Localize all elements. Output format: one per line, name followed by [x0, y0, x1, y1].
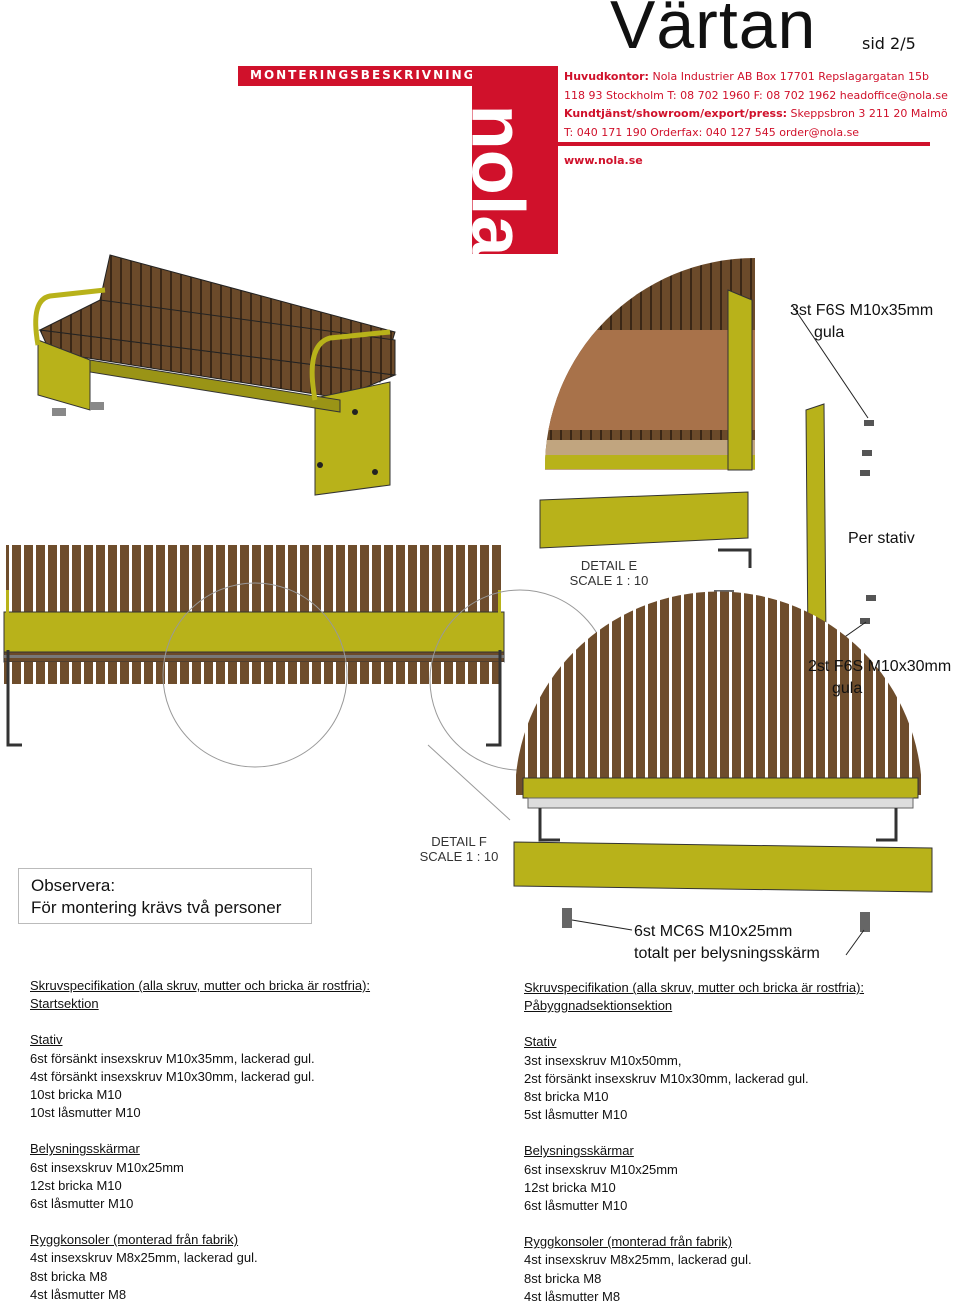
contact-block: Huvudkontor: Nola Industrier AB Box 1770… — [564, 68, 948, 142]
nola-logo: nola — [457, 66, 558, 257]
bench-isometric — [33, 254, 397, 496]
detail-f-drawing — [513, 591, 933, 956]
website: www.nola.se — [564, 154, 643, 167]
banner-text: MONTERINGSBESKRIVNING — [250, 68, 476, 82]
header-rule — [556, 142, 930, 146]
contact-line: 118 93 Stockholm T: 08 702 1960 F: 08 70… — [564, 88, 948, 102]
bench-front-view — [3, 545, 611, 821]
spec-left: Skruvspecifikation (alla skruv, mutter o… — [30, 978, 371, 1302]
per-stativ-label: Per stativ — [848, 530, 915, 547]
contact-line: Huvudkontor: Nola Industrier AB Box 1770… — [564, 70, 930, 83]
contact-line: Kundtjänst/showroom/export/press: Skepps… — [564, 107, 948, 120]
assembly-note: Observera:För montering krävs två person… — [18, 868, 312, 924]
detail-e-drawing — [539, 258, 876, 661]
contact-line: T: 040 171 190 Orderfax: 040 127 545 ord… — [564, 125, 860, 139]
document-title: Värtan — [610, 0, 817, 63]
spec-right: Skruvspecifikation (alla skruv, mutter o… — [524, 980, 865, 1304]
page-number: sid 2/5 — [862, 34, 916, 53]
